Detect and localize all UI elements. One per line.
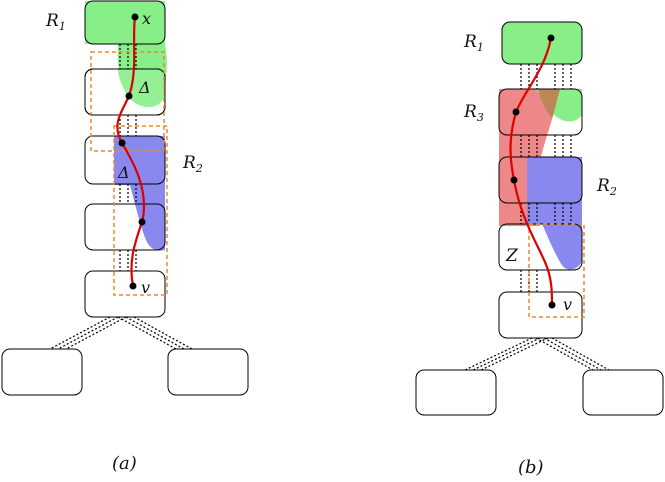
box-a-right — [167, 348, 249, 396]
region-label-r1-a: R1 — [45, 11, 66, 33]
dashed-region-r2-a — [113, 125, 168, 296]
caption-b: (b) — [518, 457, 544, 478]
node-label-v-b: v — [563, 295, 572, 314]
node-label-x-a: x — [142, 9, 151, 28]
node-dot-delta1-a — [125, 92, 133, 100]
box-b3 — [498, 156, 583, 204]
box-b5 — [498, 291, 583, 339]
dashed-region-b — [528, 223, 585, 318]
region-overlap-b — [538, 89, 560, 118]
box-b2 — [498, 88, 583, 136]
region-label-r3-b: R3 — [463, 102, 484, 124]
dotted-connectors-b — [464, 64, 610, 371]
box-a-left — [1, 348, 83, 396]
node-dot-r3-b — [512, 108, 520, 116]
box-b1 — [501, 21, 583, 65]
dotted-connectors-a — [49, 44, 193, 350]
node-dot-v-b — [548, 301, 556, 309]
node-dot-delta2-a — [138, 218, 146, 226]
diagram-b: Z v R1 R3 R2 (b) — [415, 21, 664, 478]
node-dot-v-a — [129, 282, 137, 290]
node-label-z-b: Z — [505, 246, 519, 266]
box-a3 — [84, 135, 166, 185]
box-a1 — [84, 0, 166, 45]
node-dot-top-b — [547, 34, 555, 42]
box-b-right — [582, 369, 664, 416]
region-label-r2-b: R2 — [596, 176, 617, 198]
region-r2-a — [114, 136, 165, 251]
dashed-region-r1-a — [90, 51, 165, 152]
node-dot-mid-a — [118, 139, 126, 147]
box-a4 — [84, 203, 166, 251]
region-label-r2-a: R2 — [182, 153, 203, 175]
box-b-left — [415, 369, 497, 416]
node-label-delta1-a: Δ — [138, 78, 151, 97]
box-a5 — [84, 270, 166, 318]
node-dot-x-a — [131, 13, 139, 21]
diagram-a: x Δ Δ v R1 R2 (a) — [1, 0, 249, 474]
node-label-delta2-a: Δ — [117, 163, 130, 182]
region-r2-b — [527, 157, 582, 270]
box-b4 — [498, 223, 583, 271]
node-dot-mid-b — [510, 176, 518, 184]
region-label-r1-b: R1 — [463, 32, 484, 54]
node-label-v-a: v — [141, 278, 150, 297]
caption-a: (a) — [112, 453, 137, 474]
